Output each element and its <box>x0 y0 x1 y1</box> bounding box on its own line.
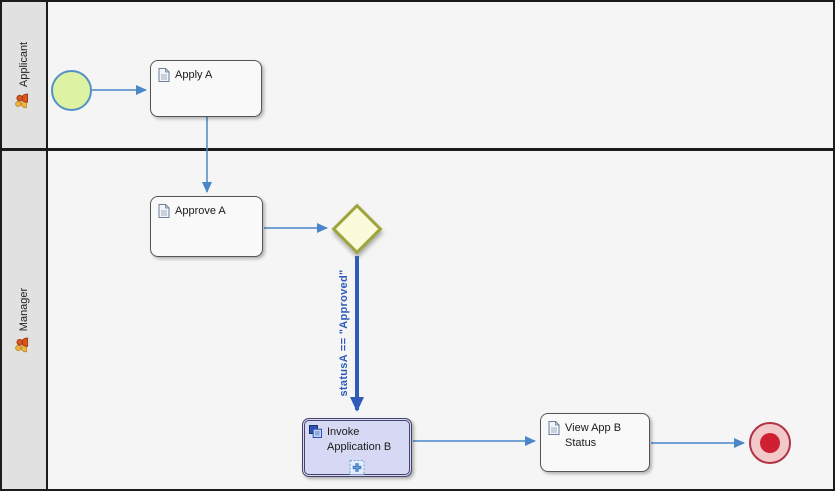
end-event-dot <box>760 433 780 453</box>
task-approve-a[interactable]: Approve A <box>150 196 263 257</box>
lane-manager: Manager <box>2 151 833 489</box>
lane-applicant-label-group: Applicant <box>15 41 34 108</box>
task-view-label: View App B Status <box>565 422 622 449</box>
document-icon <box>548 420 560 440</box>
task-approve-a-label: Approve A <box>175 205 226 217</box>
subprocess-invoke-application-b[interactable]: Invoke Application B <box>302 418 412 477</box>
lane-manager-label-group: Manager <box>15 287 34 352</box>
task-apply-a-label: Apply A <box>175 69 213 81</box>
lane-manager-header[interactable]: Manager <box>2 151 48 489</box>
document-icon <box>158 67 170 87</box>
lane-applicant-header[interactable]: Applicant <box>2 2 48 148</box>
flow-condition-label[interactable]: statusA == "Approved" <box>338 269 350 397</box>
people-icon <box>15 336 34 353</box>
lane-manager-label: Manager <box>18 287 31 331</box>
people-icon <box>15 92 34 109</box>
window-icon <box>309 425 322 443</box>
task-view-app-b-status[interactable]: View App B Status <box>540 413 650 472</box>
lane-applicant: Applicant <box>2 2 833 151</box>
subprocess-invoke-label: Invoke Application B <box>327 426 392 453</box>
start-event[interactable] <box>51 70 92 111</box>
task-apply-a[interactable]: Apply A <box>150 60 262 117</box>
plus-icon[interactable] <box>349 460 365 475</box>
document-icon <box>158 203 170 223</box>
lane-applicant-label: Applicant <box>18 41 31 87</box>
end-event[interactable] <box>749 422 791 464</box>
